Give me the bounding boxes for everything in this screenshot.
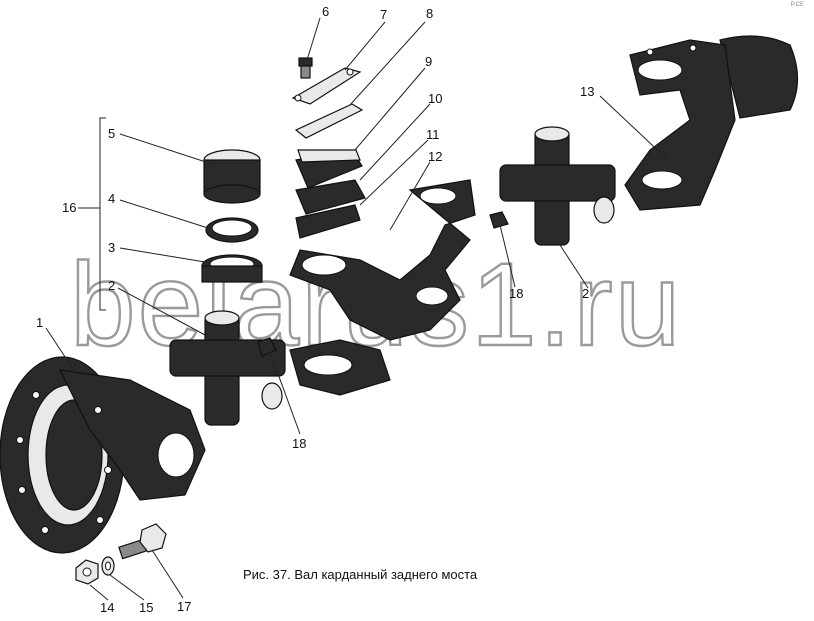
label-5: 5 xyxy=(108,126,115,141)
label-10: 10 xyxy=(428,91,442,106)
group-16-bracket xyxy=(99,117,106,311)
label-7: 7 xyxy=(380,7,387,22)
part-5-bearing-cap xyxy=(203,149,261,204)
label-17: 17 xyxy=(177,599,191,614)
part-9-cover-plate xyxy=(295,149,363,189)
part-14-nut xyxy=(75,559,99,585)
label-11: 11 xyxy=(426,127,440,142)
label-1: 1 xyxy=(36,315,43,330)
part-13-slip-yoke xyxy=(624,35,799,211)
part-8-gasket xyxy=(294,103,364,139)
corner-mark: P.CE xyxy=(790,2,804,8)
label-12: 12 xyxy=(428,149,442,164)
part-7-lock-plate xyxy=(291,67,362,105)
label-2-right: 2 xyxy=(582,286,589,301)
label-9: 9 xyxy=(425,54,432,69)
part-12-flange-yoke xyxy=(289,179,476,396)
part-18-grease-fitting-left xyxy=(257,337,277,357)
label-18-left: 18 xyxy=(292,436,306,451)
part-4-seal-ring xyxy=(205,217,259,243)
part-2-cross-right xyxy=(499,126,616,246)
label-6: 6 xyxy=(322,4,329,19)
label-18-right: 18 xyxy=(509,286,523,301)
label-16: 16 xyxy=(62,200,76,215)
part-2-cross-left xyxy=(169,310,286,426)
part-11-cover-plate xyxy=(295,204,361,239)
label-15: 15 xyxy=(139,600,153,615)
part-10-cover-plate xyxy=(295,179,366,215)
label-14: 14 xyxy=(100,600,114,615)
label-2-left: 2 xyxy=(108,278,115,293)
part-18-grease-fitting-right xyxy=(489,211,509,229)
figure-caption: Рис. 37. Вал карданный заднего моста xyxy=(243,567,478,582)
part-17-bolt xyxy=(118,523,167,560)
part-15-washer xyxy=(101,556,115,576)
label-4: 4 xyxy=(108,191,115,206)
label-3: 3 xyxy=(108,240,115,255)
leader-lines xyxy=(45,17,669,601)
part-1-flange xyxy=(0,356,206,554)
part-3-bearing-cup xyxy=(201,254,263,283)
part-6-bolt xyxy=(298,57,313,79)
label-8: 8 xyxy=(426,6,433,21)
label-13: 13 xyxy=(580,84,594,99)
